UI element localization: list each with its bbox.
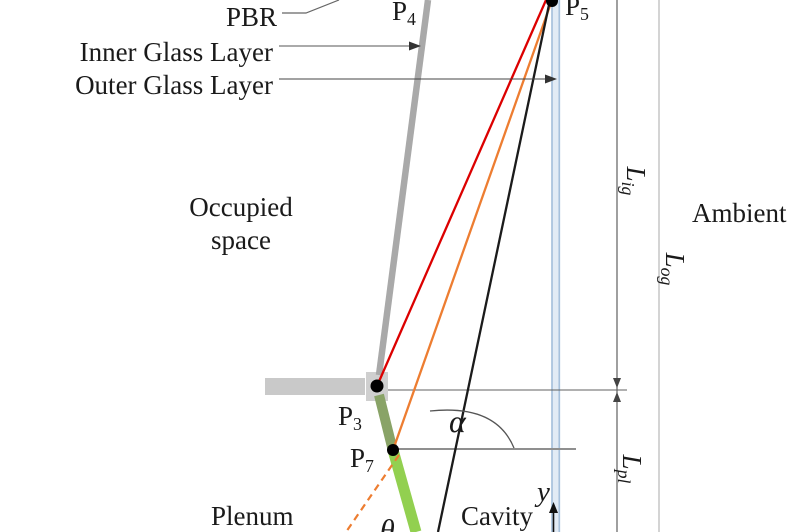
- lpl-main: L: [617, 454, 647, 470]
- point-p4-label: P4: [392, 0, 416, 30]
- plenum-label: Plenum: [211, 501, 294, 532]
- inner-glass-label: Inner Glass Layer: [79, 37, 273, 68]
- angle-alpha-arc: [429, 409, 515, 449]
- leader-pbr: [282, 0, 340, 14]
- dimension-lpl-label: Lpl: [613, 434, 647, 504]
- p3-sub: 3: [353, 413, 362, 434]
- y-axis-label: y: [537, 476, 550, 509]
- cavity-label: Cavity: [461, 501, 533, 532]
- arrowhead-lpl-up-icon: [613, 392, 621, 402]
- angle-theta-label: θ: [380, 514, 395, 532]
- p7-main: P: [350, 443, 366, 473]
- point-p5-dot: [546, 0, 558, 7]
- y-axis-text: y: [537, 476, 550, 508]
- log-main: L: [660, 252, 690, 268]
- outer-glass-label: Outer Glass Layer: [75, 70, 273, 101]
- alpha-text: α: [449, 403, 466, 439]
- occupied-space-label: Occupied space: [168, 191, 314, 257]
- point-p3-label: P3: [338, 401, 362, 435]
- lig-sub: ig: [618, 181, 639, 196]
- pbr-label-text: PBR: [225, 2, 277, 32]
- log-sub: og: [657, 267, 678, 286]
- lpl-wrap: Lpl: [613, 455, 647, 484]
- outer-glass-fill: [551, 0, 560, 532]
- lig-wrap: Lig: [617, 167, 651, 196]
- arrowhead-inner-glass-icon: [409, 41, 421, 51]
- black-ray-line: [436, 0, 552, 532]
- pbr-panel-lower-segment: [387, 448, 422, 532]
- inner-glass-label-text: Inner Glass Layer: [79, 37, 273, 67]
- log-wrap: Log: [656, 253, 690, 286]
- red-ray-line: [375, 0, 548, 387]
- arrowhead-outer-glass-icon: [545, 74, 557, 84]
- inner-glass-layer-line: [375, 0, 432, 376]
- p4-main: P: [392, 0, 408, 26]
- orange-ray-line: [391, 0, 554, 451]
- ambient-label: Ambient: [692, 198, 787, 229]
- dimension-log-label: Log: [656, 234, 690, 304]
- pbr-label: PBR: [225, 2, 277, 33]
- occupied-line2: space: [211, 225, 271, 255]
- p7-sub: 7: [365, 455, 374, 476]
- plenum-label-text: Plenum: [211, 501, 294, 531]
- y-axis-arrow: [549, 502, 558, 532]
- lpl-sub: pl: [614, 469, 635, 484]
- theta-text: θ: [380, 514, 395, 532]
- point-p5-label: P5: [565, 0, 589, 25]
- arrowhead-lig-down-icon: [613, 378, 621, 388]
- occupied-line1: Occupied: [189, 192, 293, 222]
- cavity-label-text: Cavity: [461, 501, 533, 531]
- point-p7-label: P7: [350, 443, 374, 477]
- arrowhead-y-axis-icon: [549, 502, 558, 513]
- orange-ray-dashed-line: [345, 454, 400, 532]
- point-p3-dot: [370, 379, 384, 393]
- p3-main: P: [338, 401, 354, 431]
- dimension-lig-label: Lig: [617, 146, 651, 216]
- outer-glass-layer-band: [551, 0, 561, 532]
- angle-alpha-label: α: [449, 403, 466, 439]
- floor-slab: [265, 378, 365, 395]
- point-p7-dot: [387, 444, 399, 456]
- outer-glass-label-text: Outer Glass Layer: [75, 70, 273, 100]
- pbr-panel-upper-segment: [374, 393, 398, 453]
- ambient-label-text: Ambient: [692, 198, 787, 228]
- p4-sub: 4: [407, 8, 416, 29]
- lig-main: L: [621, 166, 651, 182]
- p5-main: P: [565, 0, 581, 21]
- p5-sub: 5: [580, 3, 589, 24]
